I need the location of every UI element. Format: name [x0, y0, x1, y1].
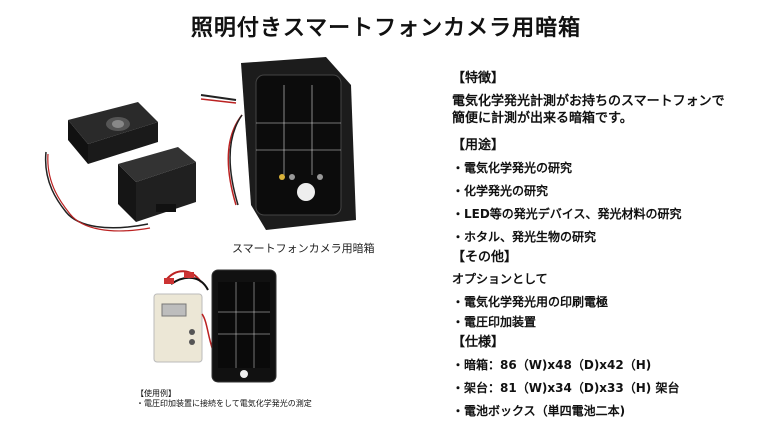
features-text-2: 簡便に計測が出来る暗箱です。	[452, 111, 633, 126]
uses-heading: 【用途】	[452, 138, 505, 153]
page-title: 照明付きスマートフォンカメラ用暗箱	[190, 16, 582, 41]
spec-item: ・電池ボックス（単四電池二本)	[452, 404, 626, 418]
uses-item: ・LED等の発光デバイス、発光材料の研究	[452, 207, 682, 221]
uses-item: ・電気化学発光の研究	[452, 161, 573, 175]
spec-item: ・架台：81（W)x34（D)x33（H) 架台	[452, 381, 680, 395]
dark-box-with-phone-photo	[200, 57, 356, 230]
spec-heading: 【仕様】	[452, 335, 505, 350]
spec-panel: 【特徴】 電気化学発光計測がお持ちのスマートフォンで 簡便に計測が出来る暗箱です…	[452, 70, 762, 419]
other-item: ・電圧印加装置	[452, 315, 537, 329]
other-item: ・電気化学発光用の印刷電極	[452, 295, 609, 309]
usage-text: ・電圧印加装置に接続をして電気化学発光の測定	[136, 399, 312, 408]
uses-item: ・ホタル、発光生物の研究	[452, 230, 597, 244]
photo-caption: スマートフォンカメラ用暗箱	[232, 242, 375, 255]
other-heading: 【その他】	[452, 250, 518, 265]
usage-example-photo	[153, 269, 277, 383]
other-intro: オプションとして	[452, 272, 548, 286]
dark-box-photo	[44, 102, 196, 232]
usage-heading: 【使用例】	[136, 389, 176, 398]
features-heading: 【特徴】	[452, 71, 505, 86]
usage-example: 【使用例】 ・電圧印加装置に接続をして電気化学発光の測定	[136, 389, 312, 409]
features-text-1: 電気化学発光計測がお持ちのスマートフォンで	[452, 94, 725, 109]
spec-item: ・暗箱：86（W)x48（D)x42（H)	[452, 358, 652, 372]
uses-item: ・化学発光の研究	[452, 184, 549, 198]
